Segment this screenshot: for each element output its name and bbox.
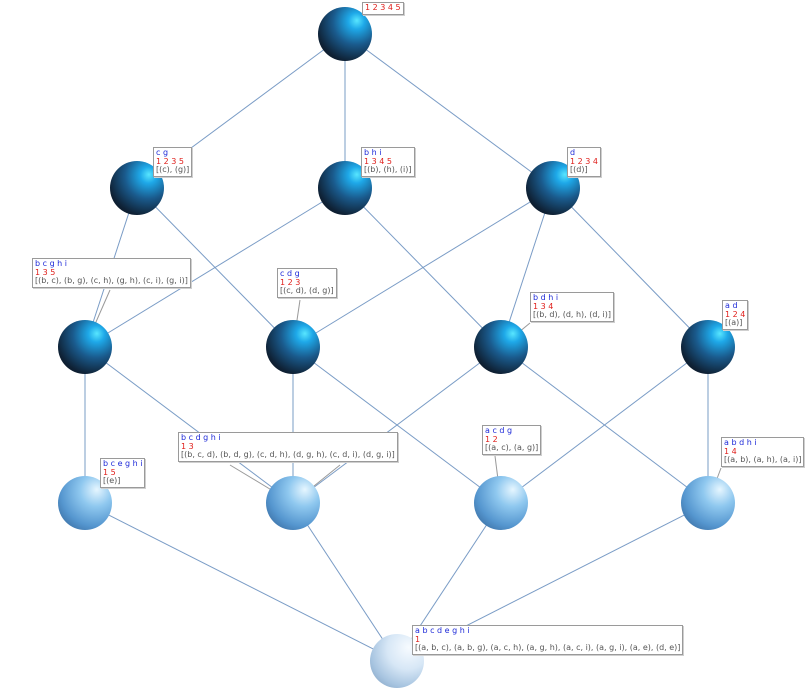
implications-text: [(c), (g)] [156, 165, 190, 174]
attrs-text: d [570, 148, 576, 157]
edge-nbcdghi-nbottom [292, 502, 398, 662]
edges [84, 33, 709, 662]
attrs-text: b d h i [533, 293, 559, 302]
implications-text: [(b), (h), (i)] [364, 165, 412, 174]
node-nbcghi[interactable] [58, 320, 112, 374]
attrs-text: c g [156, 148, 169, 157]
label-nabdhi: a b d h i 1 4 [(a, b), (a, h), (a, i)] [721, 437, 805, 467]
implications-text: [(a, b), (a, h), (a, i)] [724, 455, 802, 464]
edge-nd-nbdhi [500, 187, 554, 348]
objects-text: 1 4 [724, 446, 737, 456]
node-nbcdghi[interactable] [266, 476, 320, 530]
objects-text: 1 2 3 4 5 [365, 3, 401, 12]
node-nacdg[interactable] [474, 476, 528, 530]
edge-nd-nad [552, 187, 709, 348]
label-nbhi: b h i 1 3 4 5 [(b), (h), (i)] [361, 147, 415, 177]
objects-text: 1 3 4 [533, 301, 554, 311]
attrs-text: a b c d e g h i [415, 626, 470, 635]
objects-text: 1 2 3 4 [570, 156, 598, 166]
edge-nad-nacdg [500, 346, 709, 504]
implications-text: [(c, d), (d, g)] [280, 286, 334, 295]
attrs-text: b c g h i [35, 259, 68, 268]
label-nbcdghi: b c d g h i 1 3 [(b, c, d), (b, d, g), (… [178, 432, 398, 462]
node-n12345[interactable] [318, 7, 372, 61]
label-nbceghi: b c e g h i 1 5 [(e)] [100, 458, 146, 488]
objects-text: 1 3 5 [35, 267, 56, 277]
objects-text: 1 3 [181, 441, 194, 451]
attrs-text: a c d g [485, 426, 513, 435]
attrs-text: a b d h i [724, 438, 757, 447]
node-nbottom[interactable] [370, 634, 424, 688]
nodes [58, 7, 735, 688]
edge-nbceghi-nbottom [84, 502, 398, 662]
label-nbcghi: b c g h i 1 3 5 [(b, c), (b, g), (c, h),… [32, 258, 191, 288]
attrs-text: b h i [364, 148, 382, 157]
node-nbhi[interactable] [318, 161, 372, 215]
node-nbdhi[interactable] [474, 320, 528, 374]
implications-text: [(a, c), (a, g)] [485, 443, 539, 452]
objects-text: 1 5 [103, 467, 116, 477]
label-nbdhi: b d h i 1 3 4 [(b, d), (d, h), (d, i)] [530, 292, 615, 322]
objects-text: 1 [415, 634, 421, 644]
attrs-text: b c d g h i [181, 433, 221, 442]
objects-text: 1 3 4 5 [364, 156, 392, 166]
implications-text: [(e)] [103, 476, 121, 485]
node-ncg[interactable] [110, 161, 164, 215]
label-n12345: 1 2 3 4 5 [362, 2, 404, 15]
label-nad: a d 1 2 4 [(a)] [722, 300, 749, 330]
node-nabdhi[interactable] [681, 476, 735, 530]
edge-nbhi-nbcghi [84, 187, 346, 348]
label-ncg: c g 1 2 3 5 [(c), (g)] [153, 147, 193, 177]
implications-text: [(b, c, d), (b, d, g), (c, d, h), (d, g,… [181, 450, 395, 459]
label-leaders [84, 21, 723, 662]
attrs-text: a d [725, 301, 738, 310]
edge-nbcghi-nbcdghi [84, 346, 294, 504]
edge-n12345-nd [344, 33, 554, 189]
implications-text: [(b, c), (b, g), (c, h), (g, h), (c, i),… [35, 276, 188, 285]
node-nd[interactable] [526, 161, 580, 215]
objects-text: 1 2 3 [280, 277, 301, 287]
node-nad[interactable] [681, 320, 735, 374]
objects-text: 1 2 3 5 [156, 156, 184, 166]
label-nbottom: a b c d e g h i 1 [(a, b, c), (a, b, g),… [412, 625, 684, 655]
attrs-text: b c e g h i [103, 459, 143, 468]
objects-text: 1 2 [485, 434, 498, 444]
implications-text: [(a)] [725, 318, 743, 327]
edge-nbdhi-nbcdghi [292, 346, 502, 504]
implications-text: [(d)] [570, 165, 588, 174]
label-nd: d 1 2 3 4 [(d)] [567, 147, 601, 177]
attrs-text: c d g [280, 269, 300, 278]
node-ncdg[interactable] [266, 320, 320, 374]
implications-text: [(a, b, c), (a, b, g), (a, c, h), (a, g,… [415, 643, 681, 652]
objects-text: 1 2 4 [725, 309, 746, 319]
label-nacdg: a c d g 1 2 [(a, c), (a, g)] [482, 425, 542, 455]
node-nbceghi[interactable] [58, 476, 112, 530]
implications-text: [(b, d), (d, h), (d, i)] [533, 310, 612, 319]
label-ncdg: c d g 1 2 3 [(c, d), (d, g)] [277, 268, 337, 298]
edge-nd-ncdg [292, 187, 554, 348]
